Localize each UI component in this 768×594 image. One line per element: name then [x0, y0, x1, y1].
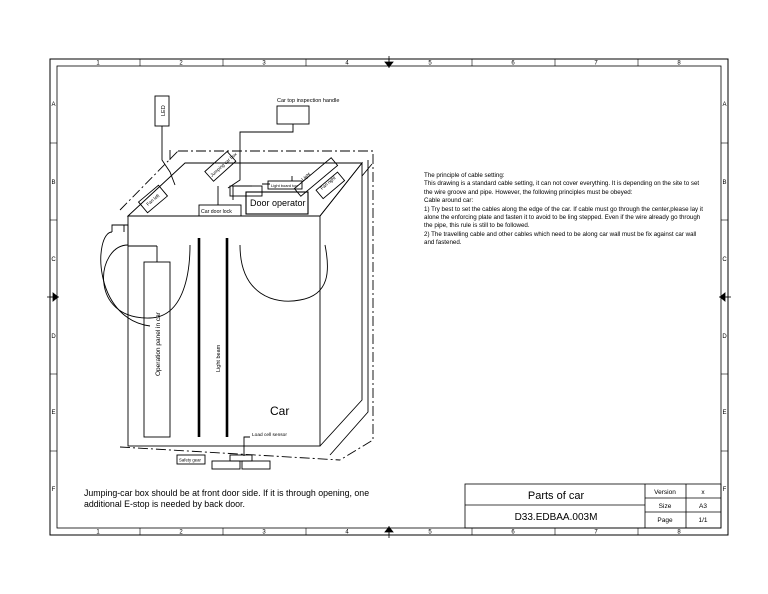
col-label: 5	[428, 530, 432, 536]
safety-gear-box	[176, 454, 206, 465]
footnote-line-2: additional E-stop is needed by back door…	[84, 499, 245, 509]
notes-paragraph: This drawing is a standard cable setting…	[424, 180, 700, 196]
title-block-title: Parts of car	[528, 490, 585, 502]
col-label: 6	[511, 61, 515, 67]
car-outline-front	[119, 150, 179, 211]
load-cell-box-left	[211, 460, 241, 470]
size-value: A3	[699, 503, 707, 510]
row-label: A	[722, 102, 726, 108]
travelling-cable-right	[239, 244, 328, 302]
car-outline-back	[178, 150, 374, 461]
light-label: Light	[300, 171, 311, 182]
col-label: 8	[677, 61, 681, 67]
col-label: 6	[511, 530, 515, 536]
inspection-handle-box	[276, 105, 310, 125]
col-label: 1	[96, 530, 100, 536]
door-operator-label: Door operator	[250, 198, 306, 208]
light-board-box	[267, 180, 303, 190]
page-value: 1/1	[698, 517, 707, 524]
row-label: D	[722, 334, 727, 340]
drawing-labels: LED Car top inspection handle Jumping ca…	[145, 98, 339, 463]
row-label: D	[51, 334, 56, 340]
notes-heading: The principle of cable setting:	[424, 172, 505, 179]
light-beam-label: Light beam	[216, 344, 222, 372]
row-label: B	[51, 180, 55, 186]
car-door-lock-label: Car door lock	[201, 209, 232, 215]
roof-cable-network	[217, 176, 293, 205]
load-cell-label: Load cell sensor	[252, 432, 287, 438]
col-label: 7	[594, 61, 598, 67]
col-label: 3	[262, 530, 266, 536]
row-label: F	[52, 487, 56, 493]
centering-marks	[47, 56, 731, 538]
footnote: Jumping-car box should be at front door …	[84, 488, 434, 510]
inspection-handle-label: Car top inspection handle	[277, 98, 339, 104]
column-dividers	[139, 59, 639, 535]
title-block-drawing-no: D33.EDBAA.003M	[515, 512, 598, 523]
car-roof	[126, 162, 363, 217]
col-label: 2	[179, 530, 183, 536]
cable-setting-notes: The principle of cable setting: This dra…	[424, 172, 708, 248]
led-cable	[161, 126, 176, 186]
fan-right-label: Fan right	[319, 175, 337, 191]
column-labels: 1 2 3 4 5 6 7 8 1 2 3 4 5 6 7 8	[96, 61, 681, 536]
page-label: Page	[657, 517, 673, 524]
inspection-handle-cable	[227, 124, 294, 189]
row-label: C	[51, 257, 56, 263]
inner-frame	[56, 65, 722, 529]
travelling-cable-left	[103, 244, 191, 319]
load-cell-leader	[243, 436, 250, 456]
row-label: A	[51, 102, 55, 108]
light-board-label: Light board top	[271, 183, 298, 188]
notes-rule-2: 2) The travelling cable and other cables…	[424, 230, 697, 247]
travelling-cable-left-outer	[100, 225, 151, 327]
jumping-car-box	[204, 150, 237, 182]
row-label: E	[722, 410, 726, 416]
car-drawing	[100, 95, 374, 470]
row-label: E	[51, 410, 55, 416]
col-label: 5	[428, 61, 432, 67]
col-label: 7	[594, 530, 598, 536]
notes-subheading: Cable around car:	[424, 197, 474, 205]
title-block	[464, 483, 722, 529]
led-label: LED	[161, 105, 167, 116]
row-labels: A B C D E F A B C D E F	[51, 102, 727, 493]
col-label: 2	[179, 61, 183, 67]
car-door-lock-box	[198, 204, 242, 217]
size-label: Size	[659, 503, 672, 510]
fan-right-box	[315, 171, 346, 200]
outer-frame	[49, 58, 729, 536]
col-label: 4	[345, 61, 349, 67]
load-cell-top	[229, 454, 253, 462]
notes-rule-1: 1) Try best to set the cables along the …	[424, 205, 703, 230]
col-label: 8	[677, 530, 681, 536]
footnote-line-1: Jumping-car box should be at front door …	[84, 488, 370, 498]
car-wall-right	[329, 160, 373, 456]
row-label: B	[722, 180, 726, 186]
row-label: C	[722, 257, 727, 263]
car-outline-bottom	[119, 446, 341, 461]
operation-panel-label: Operation panel in car	[155, 311, 162, 376]
car-right-face	[319, 161, 363, 447]
load-cell-box-right	[241, 460, 271, 470]
roof-cable-left	[111, 224, 129, 245]
version-label: Version	[654, 489, 676, 496]
col-label: 1	[96, 61, 100, 67]
col-label: 4	[345, 530, 349, 536]
door-operator-box	[245, 191, 309, 215]
version-value: x	[701, 489, 705, 496]
car-label: Car	[270, 404, 289, 418]
safety-gear-label: Safety gear	[179, 458, 202, 463]
fan-left-box	[137, 184, 169, 214]
row-label: F	[723, 487, 727, 493]
col-label: 3	[262, 61, 266, 67]
